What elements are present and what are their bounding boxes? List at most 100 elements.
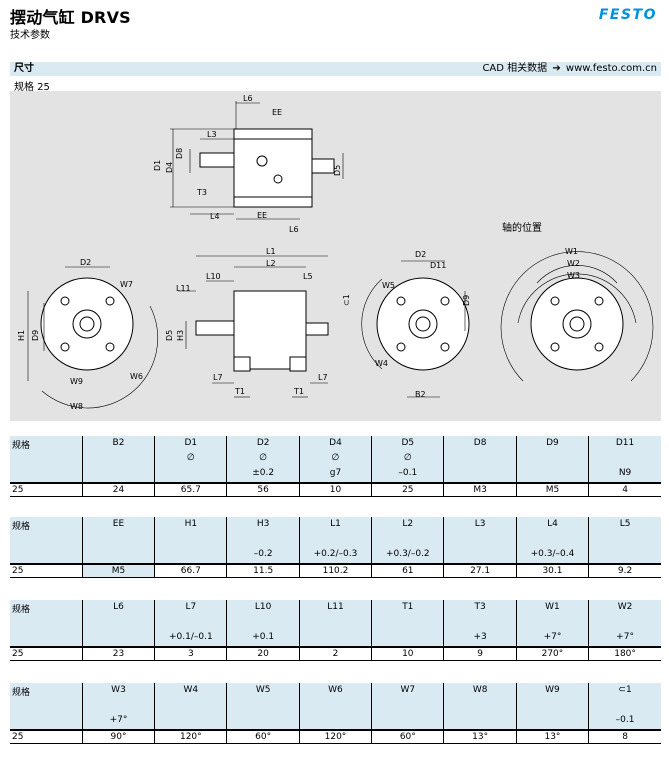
value-cell: 9 xyxy=(443,646,517,661)
header-cell: 规格 xyxy=(10,683,83,730)
header-cell: L10+0.1 xyxy=(226,600,300,647)
axis-caption: 轴的位置 xyxy=(502,223,542,234)
value-cell: M5 xyxy=(81,563,155,578)
value-cell: 25 xyxy=(10,482,83,497)
table-row: 25 90° 120° 60° 120° 60° 13° 13° 8 xyxy=(10,729,661,744)
arrow-right-icon: ➔ xyxy=(552,63,561,74)
value-cell: 9.2 xyxy=(588,563,661,578)
label-D5-side: D5 xyxy=(165,330,174,341)
header-cell: B2 xyxy=(81,436,155,483)
header-cell: EE xyxy=(81,517,155,564)
table-header-row: 规格 EE H1 H3–0.2 L1+0.2/–0.3 L2+0.3/–0.2 … xyxy=(10,517,661,564)
label-W3: W3 xyxy=(567,271,580,280)
label-B2: B2 xyxy=(415,390,426,399)
value-cell: 10 xyxy=(298,482,372,497)
header-cell: D1∅ xyxy=(154,436,227,483)
label-W2: W2 xyxy=(567,259,580,268)
spec-table-2: 规格 EE H1 H3–0.2 L1+0.2/–0.3 L2+0.3/–0.2 … xyxy=(10,517,661,578)
header-cell: H1 xyxy=(154,517,227,564)
table-header-row: 规格 W3+7° W4 W5 W6 W7 W8 W9 ⊂1–0.1 xyxy=(10,683,661,730)
header-cell: D2∅±0.2 xyxy=(226,436,300,483)
page-title: 摆动气缸 DRVS xyxy=(10,8,131,27)
front-view-right xyxy=(361,260,470,398)
label-W8: W8 xyxy=(70,402,83,411)
header-cell: L7+0.1/–0.1 xyxy=(154,600,227,647)
header-cell: W5 xyxy=(226,683,300,730)
cad-link[interactable]: CAD 相关数据 ➔ www.festo.com.cn xyxy=(482,62,657,76)
value-cell: 65.7 xyxy=(154,482,227,497)
label-H3: H3 xyxy=(176,330,185,341)
header-cell: ⊂1–0.1 xyxy=(588,683,661,730)
label-L7-right: L7 xyxy=(318,373,328,382)
value-cell: 11.5 xyxy=(226,563,300,578)
label-L1: L1 xyxy=(266,247,276,256)
label-W1: W1 xyxy=(565,247,578,256)
value-cell: 4 xyxy=(588,482,661,497)
value-cell: 13° xyxy=(443,729,517,744)
label-L11: L11 xyxy=(176,284,191,293)
header-cell: L5 xyxy=(588,517,661,564)
value-cell: 20 xyxy=(226,646,300,661)
front-view-left xyxy=(27,266,159,409)
value-cell: 10 xyxy=(371,646,444,661)
header-cell: T1 xyxy=(371,600,444,647)
header-cell: L2+0.3/–0.2 xyxy=(371,517,444,564)
header-cell: W4 xyxy=(154,683,227,730)
header-cell: D4∅g7 xyxy=(298,436,372,483)
technical-drawing: L6 EE L3 D1 D4 D8 D5 T3 L4 EE L6 L1 L2 L… xyxy=(17,94,654,411)
value-cell: 13° xyxy=(515,729,589,744)
table-row: 25 24 65.7 56 10 25 M3 M5 4 xyxy=(10,482,661,497)
value-cell: 270° xyxy=(515,646,589,661)
label-L5: L5 xyxy=(303,272,313,281)
label-D9-right: D9 xyxy=(462,295,471,306)
table-row: 25 23 3 20 2 10 9 270° 180° xyxy=(10,646,661,661)
table-header-row: 规格 B2 D1∅ D2∅±0.2 D4∅g7 D5∅–0.1 D8 D9 D1… xyxy=(10,436,661,483)
cad-url[interactable]: www.festo.com.cn xyxy=(565,63,657,74)
label-D4: D4 xyxy=(165,162,174,173)
label-D2-right: D2 xyxy=(415,250,426,259)
label-W4: W4 xyxy=(375,359,388,368)
value-cell: 30.1 xyxy=(515,563,589,578)
dimension-drawing: L6 EE L3 D1 D4 D8 D5 T3 L4 EE L6 L1 L2 L… xyxy=(10,91,661,421)
label-W6: W6 xyxy=(130,372,143,381)
value-cell: 120° xyxy=(154,729,227,744)
header-cell: W1+7° xyxy=(515,600,589,647)
label-T1-right: T1 xyxy=(293,387,304,396)
label-W7: W7 xyxy=(120,280,133,289)
header-cell: W3+7° xyxy=(81,683,155,730)
festo-logo: FESTO xyxy=(598,7,657,23)
section-header: 尺寸 CAD 相关数据 ➔ www.festo.com.cn xyxy=(10,62,661,76)
value-cell: 25 xyxy=(371,482,444,497)
header-cell: H3–0.2 xyxy=(226,517,300,564)
header-cell: W9 xyxy=(515,683,589,730)
spec-table-3: 规格 L6 L7+0.1/–0.1 L10+0.1 L11 T1 T3+3 W1… xyxy=(10,600,661,661)
header-cell: W2+7° xyxy=(588,600,661,647)
label-sym: ⊂1 xyxy=(342,294,351,306)
label-L3: L3 xyxy=(207,130,217,139)
label-L2: L2 xyxy=(266,259,276,268)
value-cell: 25 xyxy=(10,646,83,661)
value-cell: 60° xyxy=(226,729,300,744)
value-cell: 61 xyxy=(371,563,444,578)
value-cell: 56 xyxy=(226,482,300,497)
label-L10: L10 xyxy=(206,272,221,281)
value-cell: M5 xyxy=(515,482,589,497)
header-cell: D8 xyxy=(443,436,517,483)
page-subtitle: 技术参数 xyxy=(10,30,50,41)
value-cell: 66.7 xyxy=(154,563,227,578)
value-cell: 8 xyxy=(588,729,661,744)
value-cell: 180° xyxy=(588,646,661,661)
label-L6-bottom: L6 xyxy=(289,225,299,234)
header-cell: W6 xyxy=(298,683,372,730)
label-EE: EE xyxy=(272,108,282,117)
header-cell: D5∅–0.1 xyxy=(371,436,444,483)
header-cell: L4+0.3/–0.4 xyxy=(515,517,589,564)
value-cell: 24 xyxy=(81,482,155,497)
value-cell: 2 xyxy=(298,646,372,661)
header-cell: 规格 xyxy=(10,600,83,647)
side-view xyxy=(178,255,329,398)
value-cell: 3 xyxy=(154,646,227,661)
header-cell: T3+3 xyxy=(443,600,517,647)
label-L4: L4 xyxy=(210,212,220,221)
